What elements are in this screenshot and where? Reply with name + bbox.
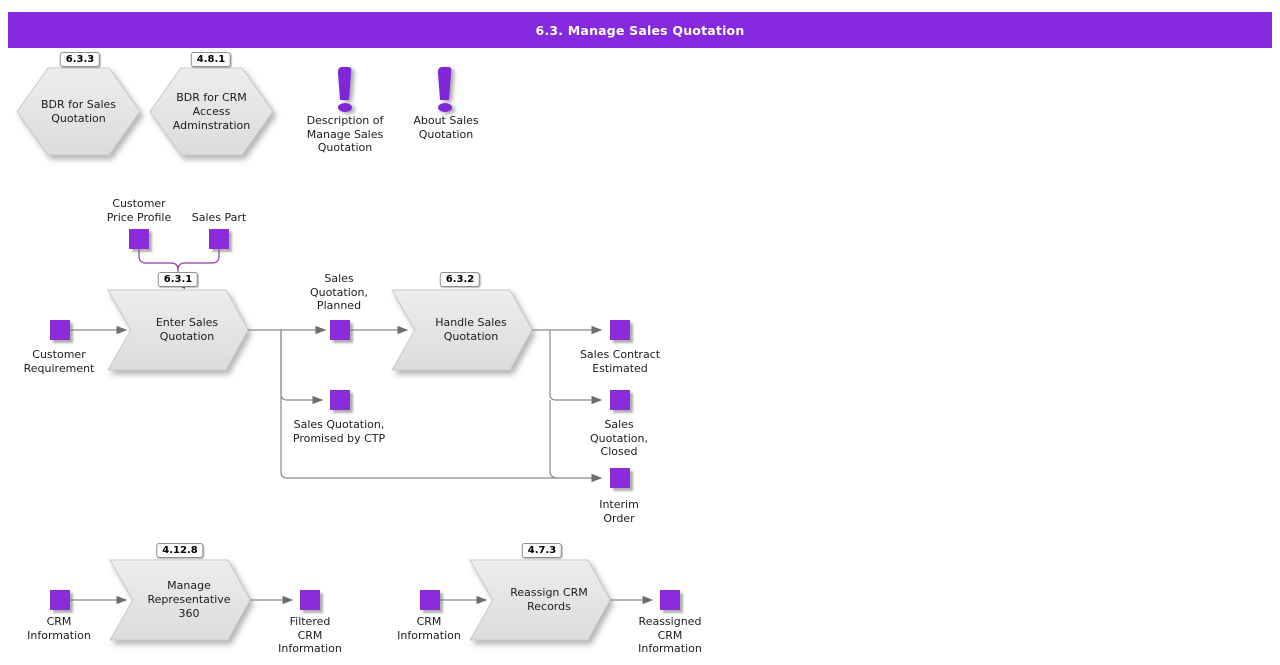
sales-contract-estimated-square[interactable] [610, 320, 630, 340]
about-note-icon[interactable] [437, 67, 452, 112]
manage-representative-360-label: Manage Representative 360 [147, 579, 231, 620]
customer-requirement-label: Customer Requirement [23, 348, 95, 375]
handle-sales-quotation-badge: 6.3.2 [439, 272, 481, 287]
about-note-label: About Sales Quotation [413, 114, 479, 141]
exclamation-icon [437, 67, 452, 100]
exclamation-dot-icon [337, 103, 352, 112]
reassigned-crm-information-label: Reassigned CRM Information [638, 615, 702, 655]
bdr-sales-quotation-badge: 6.3.3 [59, 52, 101, 67]
sales-quotation-promised-label: Sales Quotation, Promised by CTP [292, 418, 386, 445]
bdr-crm-access-badge: 4.8.1 [190, 52, 232, 67]
handle-sales-quotation-label: Handle Sales Quotation [435, 316, 507, 343]
title-bar: 6.3. Manage Sales Quotation [8, 12, 1272, 48]
customer-requirement-square[interactable] [50, 320, 70, 340]
crm-information-left-square[interactable] [50, 590, 70, 610]
description-note-icon[interactable] [337, 67, 352, 112]
sales-contract-estimated-label: Sales Contract Estimated [579, 348, 661, 375]
crm-information-left-label: CRM Information [27, 615, 91, 642]
customer-price-profile-square[interactable] [129, 229, 149, 249]
sales-quotation-planned-square[interactable] [330, 320, 350, 340]
sales-quotation-closed-square[interactable] [610, 390, 630, 410]
bdr-sales-quotation-label: BDR for Sales Quotation [40, 97, 117, 125]
sales-quotation-promised-square[interactable] [330, 390, 350, 410]
customer-price-profile-label: Customer Price Profile [106, 197, 172, 224]
crm-information-right-label: CRM Information [397, 615, 461, 642]
description-note-label: Description of Manage Sales Quotation [306, 114, 384, 154]
sales-part-square[interactable] [209, 229, 229, 249]
interim-order-label: Interim Order [599, 498, 639, 525]
reassign-crm-records-badge: 4.7.3 [521, 543, 563, 558]
enter-sales-quotation-label: Enter Sales Quotation [155, 316, 219, 343]
reassigned-crm-information-square[interactable] [660, 590, 680, 610]
enter-sales-quotation-badge: 6.3.1 [157, 272, 199, 287]
sales-quotation-closed-label: Sales Quotation, Closed [590, 418, 648, 458]
sales-part-label: Sales Part [191, 211, 247, 224]
bdr-sales-quotation-hexagon[interactable] [16, 67, 141, 156]
reassign-crm-records-label: Reassign CRM Records [510, 586, 588, 613]
exclamation-dot-icon [437, 103, 452, 112]
bdr-crm-access-hexagon[interactable] [149, 67, 274, 156]
filtered-crm-information-label: Filtered CRM Information [278, 615, 342, 655]
page-title: 6.3. Manage Sales Quotation [535, 22, 745, 38]
bdr-crm-access-label: BDR for CRM Access Adminstration [172, 90, 251, 132]
enter-sales-quotation-process[interactable] [107, 289, 249, 371]
manage-representative-360-badge: 4.12.8 [156, 543, 204, 558]
reassign-crm-records-process[interactable] [469, 559, 611, 641]
interim-order-square[interactable] [610, 468, 630, 488]
exclamation-icon [337, 67, 352, 100]
manage-representative-360-process[interactable] [109, 559, 251, 641]
crm-information-right-square[interactable] [420, 590, 440, 610]
filtered-crm-information-square[interactable] [300, 590, 320, 610]
sales-quotation-planned-label: Sales Quotation, Planned [310, 272, 368, 312]
